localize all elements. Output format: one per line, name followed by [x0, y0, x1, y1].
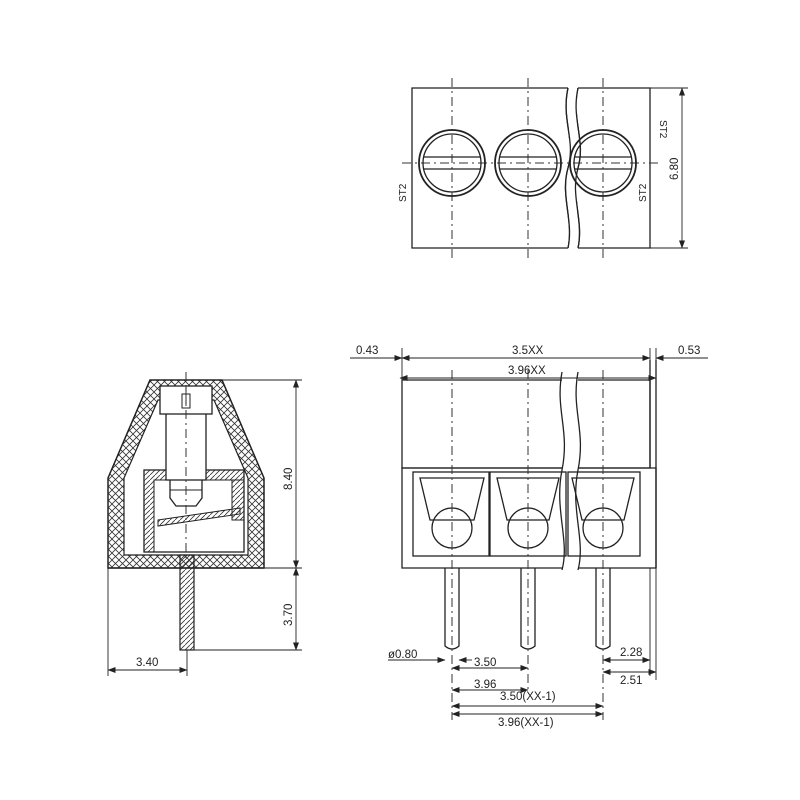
screw-head-1 [418, 129, 486, 197]
dim-width-396: 3.96XX [508, 365, 546, 377]
front-view: 0.43 3.5XX 3.96XX 0.53 ø0.80 3.50 3.96 3… [350, 345, 708, 729]
dim-width-35: 3.5XX [512, 345, 544, 357]
dim-height-top: 6.80 [669, 158, 681, 180]
dim-right-margin: 0.53 [678, 345, 700, 357]
dim-total-height: 8.40 [283, 468, 295, 490]
top-view: ST2 ST2 ST2 6.80 [398, 78, 688, 260]
slot-mark: ST2 [657, 120, 668, 139]
wire-entry-1 [412, 471, 490, 557]
dim-edge-251: 2.51 [620, 675, 642, 687]
dim-pin-length: 3.70 [283, 604, 295, 626]
dim-span-396: 3.96(XX-1) [498, 717, 554, 729]
dim-depth: 3.40 [136, 657, 158, 669]
dim-span-350: 3.50(XX-1) [500, 691, 556, 703]
wire-entry-3 [567, 471, 641, 557]
slot-mark: ST2 [638, 183, 649, 202]
dim-pitch-350: 3.50 [474, 657, 496, 669]
dim-edge-228: 2.28 [620, 647, 642, 659]
dim-pin-dia: ø0.80 [388, 649, 417, 661]
screw-head-3 [569, 129, 637, 197]
screw-head-2 [494, 129, 562, 197]
dim-left-margin: 0.43 [356, 345, 378, 357]
side-view: 8.40 3.70 3.40 [107, 372, 302, 676]
slot-mark: ST2 [398, 183, 409, 202]
dim-pitch-396: 3.96 [474, 679, 496, 691]
